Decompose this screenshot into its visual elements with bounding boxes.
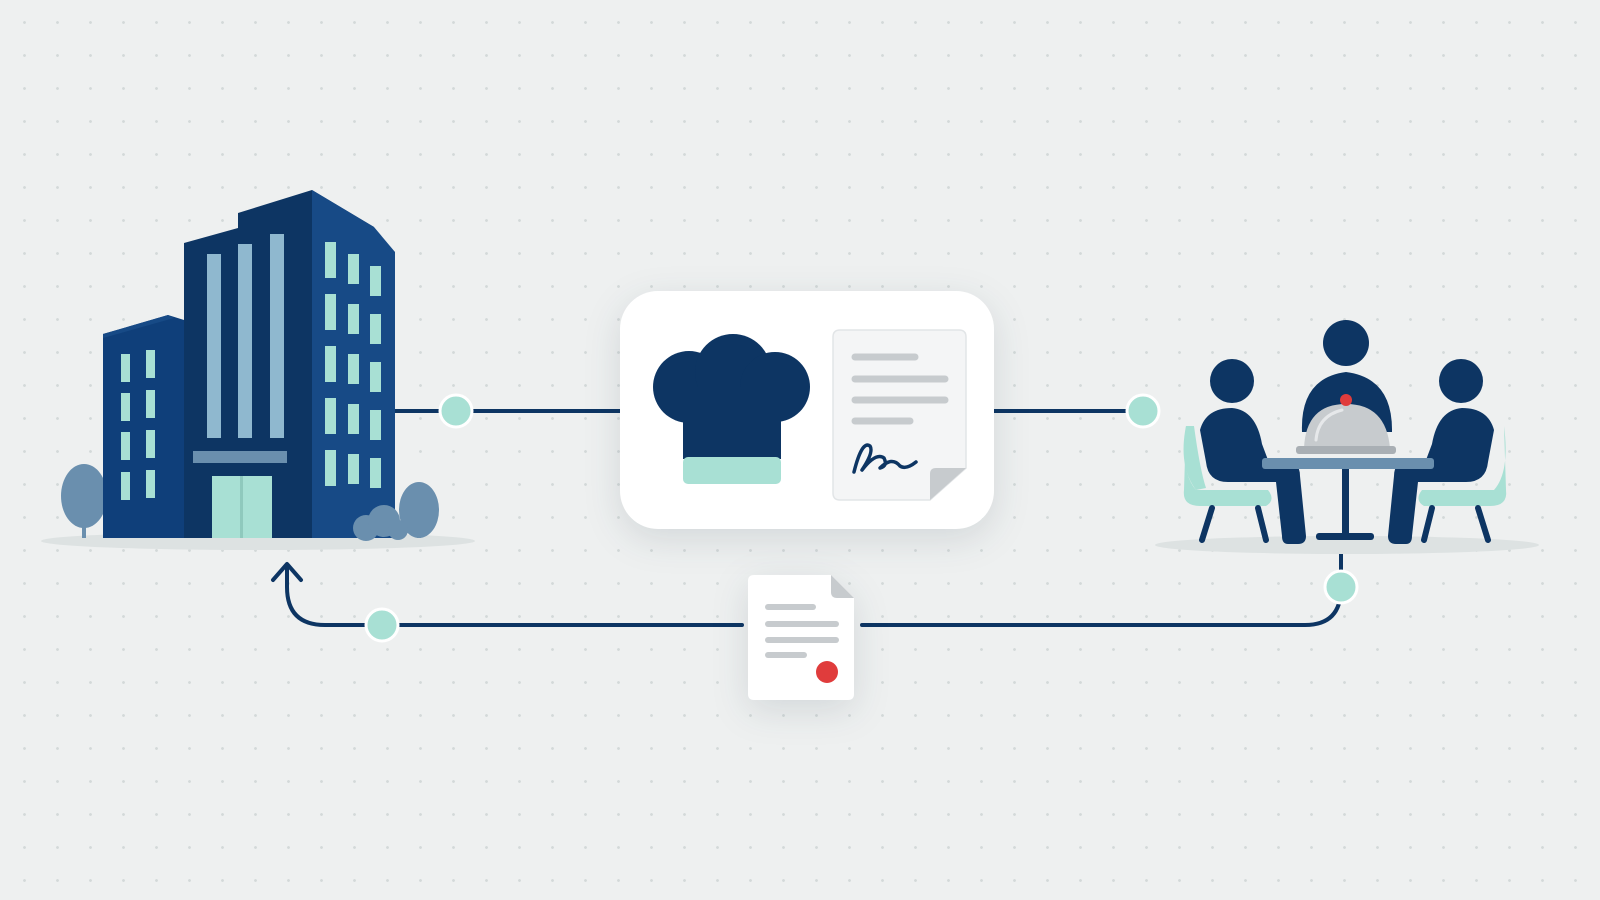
chef-hat-icon [653, 334, 810, 484]
person-body [1388, 408, 1494, 544]
invoice-seal [816, 661, 838, 683]
chef-hat-band [683, 457, 781, 484]
person-head [1439, 359, 1483, 403]
chair-icon [1418, 426, 1507, 506]
cloche-knob [1340, 394, 1352, 406]
signature-scribble [852, 443, 918, 474]
invoice-document-icon [748, 575, 854, 700]
connector-dot [1323, 569, 1359, 605]
connector-dot [364, 607, 400, 643]
tree-icon [399, 482, 439, 538]
person-head [1210, 359, 1254, 403]
chef-contract-card [620, 291, 994, 529]
diners-table-icon [1155, 320, 1539, 554]
entrance-canopy [193, 451, 287, 463]
signed-contract-icon [832, 329, 967, 501]
chair-icon [1183, 426, 1272, 506]
person-head [1323, 320, 1369, 366]
table-top [1262, 458, 1434, 469]
connector-diners-to-invoice [860, 546, 1343, 627]
return-arrow-head-icon [271, 562, 303, 582]
office-building-icon [41, 190, 475, 550]
connector-dot [438, 393, 474, 429]
tree-icon [61, 464, 107, 528]
connector-dot [1125, 393, 1161, 429]
connector-dots [364, 393, 1359, 643]
connector-invoice-to-hotel [285, 564, 744, 627]
ground-shadow [1155, 536, 1539, 554]
person-body [1200, 408, 1306, 544]
food-cloche-icon [1296, 394, 1396, 454]
